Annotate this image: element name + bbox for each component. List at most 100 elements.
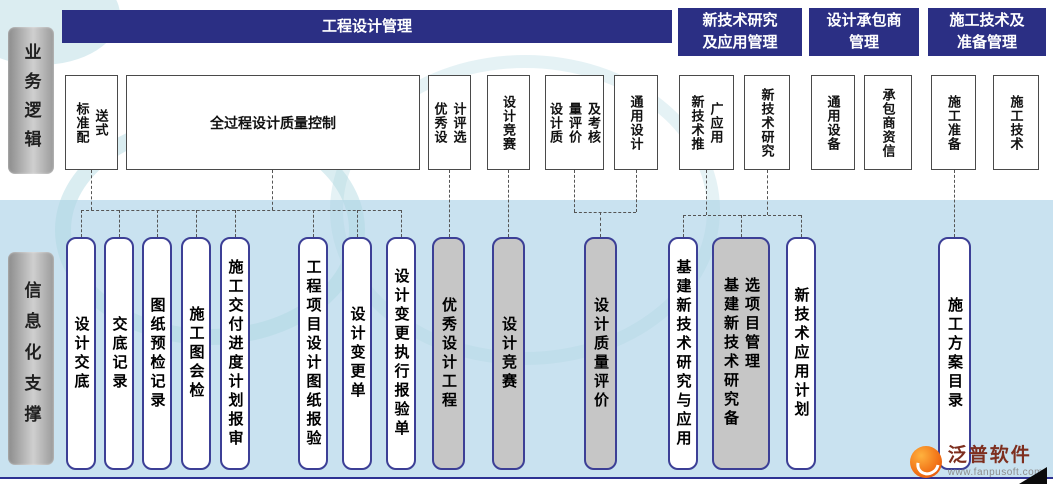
connector-line bbox=[196, 210, 197, 237]
support-box-new-tech-application-plan: 新技术应用计划 bbox=[786, 237, 816, 470]
support-box-label: 工程项目设计图纸报验 bbox=[304, 258, 322, 449]
bottom-divider-line bbox=[0, 477, 1053, 479]
connector-line bbox=[574, 170, 575, 212]
connector-line bbox=[683, 215, 801, 216]
support-box-project-design-drawing-inspection: 工程项目设计图纸报验 bbox=[298, 237, 328, 470]
connector-line bbox=[954, 170, 955, 237]
connector-line bbox=[157, 210, 158, 237]
logic-box-excellent-design-selection: 优秀设计评选 bbox=[428, 75, 471, 170]
logic-box-new-tech-research: 新技术研究 bbox=[744, 75, 790, 170]
logic-box-label: 优秀设计评选 bbox=[432, 101, 467, 144]
watermark-brand: 泛普软件 bbox=[947, 445, 1032, 467]
connector-line bbox=[706, 170, 707, 215]
header-line: 准备管理 bbox=[956, 34, 1017, 51]
logic-box-whole-process-design-quality-control: 全过程设计质量控制 bbox=[126, 75, 420, 170]
connector-line bbox=[357, 210, 358, 237]
support-box-disclosure-record: 交底记录 bbox=[104, 237, 134, 470]
logic-box-label: 施工技术 bbox=[1008, 94, 1024, 151]
side-label-informatization-support: 信息化支撑 bbox=[8, 252, 54, 465]
header-line: 工程设计管理 bbox=[321, 17, 412, 35]
logic-box-label: 施工准备 bbox=[946, 94, 961, 151]
header-line: 管理 bbox=[848, 34, 879, 51]
connector-line bbox=[741, 215, 742, 237]
support-box-label: 交底记录 bbox=[110, 315, 128, 392]
support-box-construction-delivery-schedule-approval: 施工交付进度计划报审 bbox=[220, 237, 250, 470]
connector-line bbox=[767, 170, 768, 215]
support-box-label: 设计交底 bbox=[72, 315, 90, 392]
logic-box-standard-distribution: 标准配送式 bbox=[65, 75, 118, 170]
support-box-label: 施工图会检 bbox=[187, 306, 205, 401]
support-box-label: 基建新技术研究与应用 bbox=[674, 258, 692, 449]
watermark: 泛普软件 www.fanpusoft.com bbox=[909, 445, 1043, 478]
support-box-design-disclosure: 设计交底 bbox=[66, 237, 96, 470]
logic-box-general-design: 通用设计 bbox=[614, 75, 658, 170]
side-label-business-logic: 业务逻辑 bbox=[8, 27, 54, 174]
connector-line bbox=[91, 170, 92, 210]
support-box-label: 基建新技术研究备选项目管理 bbox=[722, 277, 760, 429]
logic-box-label: 通用设计 bbox=[628, 94, 644, 151]
corner-triangle-mark bbox=[1019, 467, 1047, 484]
logic-box-construction-preparation: 施工准备 bbox=[931, 75, 976, 170]
connector-line bbox=[574, 212, 636, 213]
logic-box-construction-technology: 施工技术 bbox=[993, 75, 1039, 170]
watermark-url: www.fanpusoft.com bbox=[947, 466, 1043, 478]
logic-box-design-quality-evaluation-assessment: 设计质量评价及考核 bbox=[545, 75, 604, 170]
logic-box-label: 新技术研究 bbox=[759, 87, 775, 158]
logic-box-label: 设计质量评价及考核 bbox=[548, 101, 601, 144]
support-box-label: 新技术应用计划 bbox=[792, 287, 810, 420]
watermark-texts: 泛普软件 www.fanpusoft.com bbox=[947, 445, 1043, 478]
connector-line bbox=[272, 170, 273, 210]
header-engineering-design-management: 工程设计管理 bbox=[62, 10, 672, 43]
support-box-construction-drawing-joint-check: 施工图会检 bbox=[181, 237, 211, 470]
support-box-design-change-execution-inspection: 设计变更执行报验单 bbox=[386, 237, 416, 470]
support-box-label: 设计变更执行报验单 bbox=[392, 268, 410, 439]
connector-line bbox=[401, 210, 402, 237]
support-box-label: 设计竞赛 bbox=[500, 315, 517, 392]
support-box-design-competition: 设计竞赛 bbox=[492, 237, 525, 470]
support-box-label: 施工交付进度计划报审 bbox=[226, 258, 244, 449]
header-line: 新技术研究 bbox=[702, 12, 778, 30]
support-box-infrastructure-new-tech-reserve-project-management: 基建新技术研究备选项目管理 bbox=[712, 237, 770, 470]
connector-line bbox=[683, 215, 684, 237]
support-box-design-quality-evaluation: 设计质量评价 bbox=[584, 237, 617, 470]
side-label-text: 信息化支撑 bbox=[21, 281, 41, 436]
side-label-text: 业务逻辑 bbox=[21, 42, 41, 159]
logic-box-label: 全过程设计质量控制 bbox=[210, 114, 336, 131]
support-box-label: 图纸预检记录 bbox=[148, 296, 166, 411]
support-box-label: 设计变更单 bbox=[348, 306, 366, 401]
connector-line bbox=[81, 210, 82, 237]
connector-line bbox=[636, 170, 637, 212]
connector-line bbox=[801, 215, 802, 237]
logic-box-general-equipment: 通用设备 bbox=[811, 75, 855, 170]
logic-box-design-competition: 设计竞赛 bbox=[487, 75, 530, 170]
connector-line bbox=[119, 210, 120, 237]
connector-line bbox=[449, 170, 450, 237]
header-construction-tech-preparation-management: 施工技术及 准备管理 bbox=[928, 8, 1046, 56]
support-box-construction-plan-catalog: 施工方案目录 bbox=[938, 237, 971, 470]
connector-line bbox=[81, 210, 401, 211]
header-line: 及应用管理 bbox=[702, 34, 778, 51]
header-design-contractor-management: 设计承包商 管理 bbox=[809, 8, 919, 56]
connector-line bbox=[313, 210, 314, 237]
support-box-drawing-precheck-record: 图纸预检记录 bbox=[142, 237, 172, 470]
logic-box-label: 承包商资信 bbox=[880, 87, 896, 158]
logic-box-label: 标准配送式 bbox=[74, 101, 109, 144]
logic-box-label: 通用设备 bbox=[825, 94, 841, 151]
header-line: 施工技术及 bbox=[949, 12, 1025, 30]
support-box-label: 施工方案目录 bbox=[946, 296, 963, 411]
header-new-tech-research-application-management: 新技术研究 及应用管理 bbox=[678, 8, 802, 56]
logic-box-label: 设计竞赛 bbox=[501, 94, 516, 151]
support-box-label: 设计质量评价 bbox=[592, 296, 609, 411]
logic-box-new-tech-promotion-application: 新技术推广应用 bbox=[679, 75, 734, 170]
header-line: 设计承包商 bbox=[826, 12, 902, 30]
support-box-excellent-design-project: 优秀设计工程 bbox=[432, 237, 465, 470]
support-box-label: 优秀设计工程 bbox=[440, 296, 457, 411]
connector-line bbox=[600, 212, 601, 237]
support-box-design-change-order: 设计变更单 bbox=[342, 237, 372, 470]
logic-box-contractor-credit: 承包商资信 bbox=[864, 75, 912, 170]
logic-box-label: 新技术推广应用 bbox=[689, 94, 724, 151]
connector-line bbox=[508, 170, 509, 237]
support-box-infrastructure-new-tech-research-application: 基建新技术研究与应用 bbox=[668, 237, 698, 470]
connector-line bbox=[235, 210, 236, 237]
